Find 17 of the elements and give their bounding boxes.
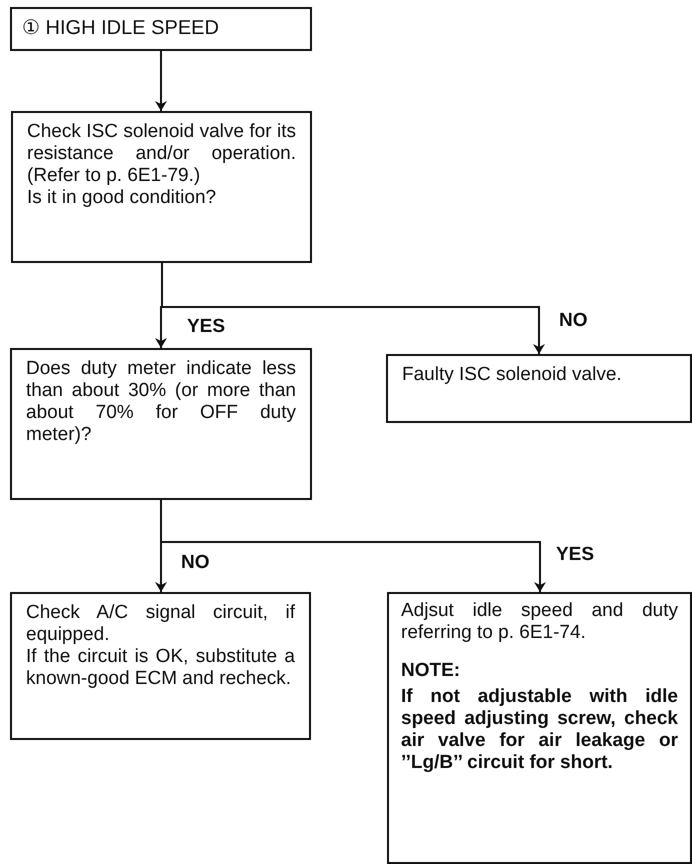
box-text: Faulty ISC solenoid valve.: [402, 364, 623, 386]
process-box: [387, 592, 692, 864]
box-text: Check ISC solenoid valve for its resistance and/or operation. (Refer to p. 6E1-79.): [27, 121, 296, 188]
box-text: If the circuit is OK, substitute a known-good ECM and recheck.: [26, 646, 295, 690]
box-text: Check A/C signal circuit, if equipped.: [26, 602, 295, 646]
box-text: Adjsut idle speed and duty referring to p. 6E1-74.: [401, 600, 678, 644]
box-text: ① HIGH IDLE SPEED: [22, 17, 220, 40]
process-box: [386, 354, 692, 423]
note-text: NOTE:: [401, 660, 462, 682]
process-box: [10, 592, 311, 740]
arrow: [155, 51, 167, 111]
box-text: Does duty meter indicate less than about 30% (or more than about 70% for OFF duty meter)?: [26, 358, 296, 446]
box-text: Is it in good condition?: [27, 187, 218, 210]
process-box: [11, 111, 312, 263]
process-box: [10, 348, 312, 500]
process-box: [10, 7, 312, 51]
note-text: If not adjustable with idle speed adjusting screw, check air valve for air leakage or ’’Lg/B’’ circuit for short.: [401, 686, 678, 774]
